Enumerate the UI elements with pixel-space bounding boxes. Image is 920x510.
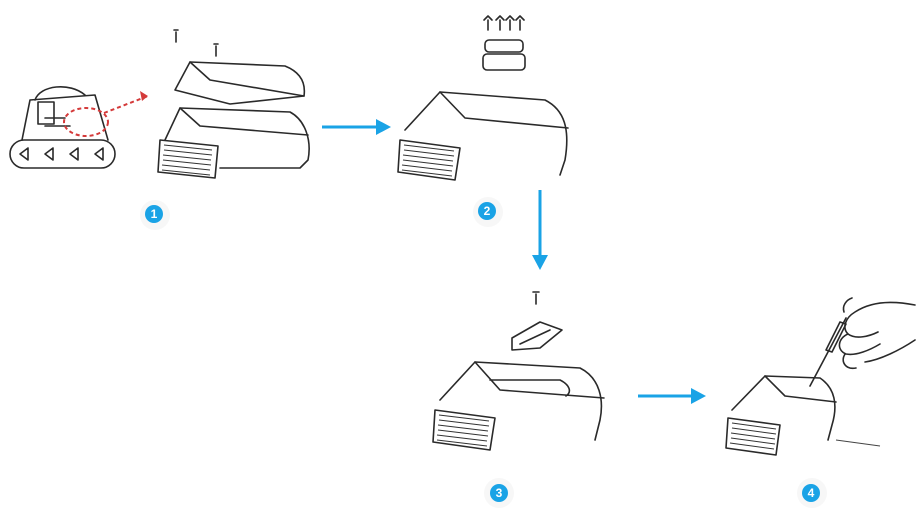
step-2-badge: 2 bbox=[478, 202, 496, 220]
step-1-badge: 1 bbox=[145, 205, 163, 223]
screw-icon bbox=[532, 291, 540, 305]
hand-screwdriver-icon bbox=[809, 297, 916, 387]
step-3-badge: 3 bbox=[490, 484, 508, 502]
screw-icon bbox=[173, 29, 179, 43]
step-4-badge: 4 bbox=[802, 484, 820, 502]
